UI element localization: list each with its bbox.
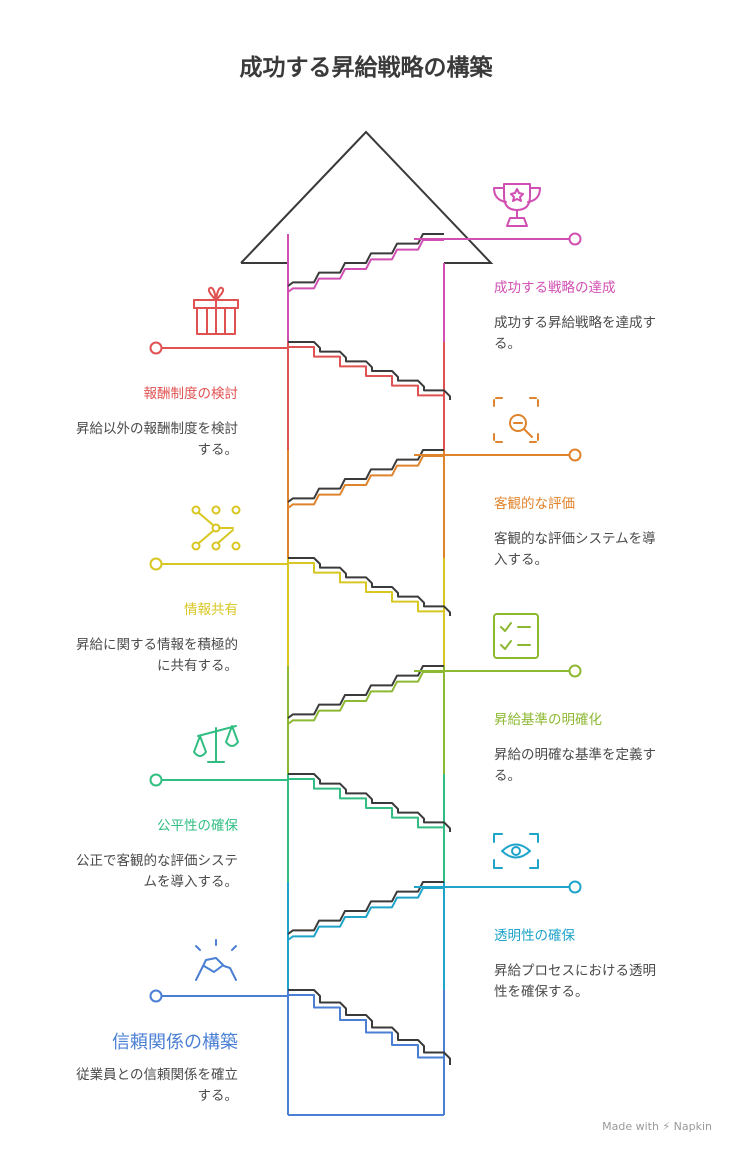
step-heading: 公平性の確保: [157, 818, 238, 834]
stair-steps-up: [287, 233, 444, 287]
stair-steps-up-colored: [287, 455, 444, 509]
scale-icon: [193, 725, 239, 763]
stair-steps-up: [287, 665, 444, 719]
stair-steps-down: [288, 341, 451, 400]
leader-dot: [568, 880, 582, 894]
step-block-success: 成功する戦略の達成 成功する昇給戦略を達成す る。: [494, 278, 694, 355]
search-icon: [493, 397, 539, 443]
step-description: 昇給に関する情報を積極的 に共有する。: [76, 637, 238, 674]
step-description: 成功する昇給戦略を達成す る。: [494, 315, 656, 352]
step-block-fairness: 公平性の確保 公正で客観的な評価システ ムを導入する。: [40, 816, 238, 893]
page-title: 成功する昇給戦略の構築: [239, 55, 493, 81]
stair-steps-down-colored: [288, 562, 445, 621]
step-heading: 昇給基準の明確化: [494, 712, 602, 728]
step-description: 公正で客観的な評価システ ムを導入する。: [76, 853, 238, 890]
network-icon: [191, 505, 241, 551]
step-description: 昇給の明確な基準を定義す る。: [494, 747, 656, 784]
handshake-icon: [195, 939, 237, 981]
leader-dot: [149, 341, 163, 355]
arrow-head-outline: [240, 130, 494, 264]
leader-dot: [149, 989, 163, 1003]
step-heading: 成功する戦略の達成: [494, 280, 616, 296]
stair-steps-up-colored: [287, 239, 444, 293]
step-description: 昇給以外の報酬制度を検討 する。: [76, 421, 238, 458]
step-heading: 客観的な評価: [494, 496, 575, 512]
step-description: 従業員との信頼関係を確立 する。: [76, 1067, 238, 1104]
step-block-evaluation: 客観的な評価 客観的な評価システムを導 入する。: [494, 494, 694, 571]
leader-dot: [149, 773, 163, 787]
leader-dot: [568, 664, 582, 678]
trophy-icon: [493, 183, 541, 227]
step-heading: 信頼関係の構築: [112, 1032, 238, 1053]
stair-steps-down: [288, 557, 451, 616]
leader-dot: [568, 232, 582, 246]
footer-credit: Made with ⚡ Napkin: [602, 1120, 712, 1133]
eye-icon: [493, 833, 539, 869]
step-block-trust: 信頼関係の構築 従業員との信頼関係を確立 する。: [40, 1032, 238, 1107]
stair-steps-up: [287, 449, 444, 503]
checklist-icon: [493, 613, 539, 659]
stair-steps-down-colored: [288, 346, 445, 405]
step-heading: 透明性の確保: [494, 928, 575, 944]
step-block-compensation: 報酬制度の検討 昇給以外の報酬制度を検討 する。: [40, 384, 238, 461]
stair-steps-down-colored: [288, 778, 445, 837]
step-description: 昇給プロセスにおける透明 性を確保する。: [494, 963, 656, 1000]
step-heading: 情報共有: [184, 602, 238, 618]
step-block-transparency: 透明性の確保 昇給プロセスにおける透明 性を確保する。: [494, 926, 694, 1003]
step-description: 客観的な評価システムを導 入する。: [494, 531, 656, 568]
arrow-head-left-edge: [241, 262, 289, 298]
step-block-sharing: 情報共有 昇給に関する情報を積極的 に共有する。: [40, 600, 238, 677]
stair-steps-down: [288, 773, 451, 832]
leader-dot: [568, 448, 582, 462]
step-block-criteria: 昇給基準の明確化 昇給の明確な基準を定義す る。: [494, 710, 694, 787]
stair-steps-up-colored: [287, 671, 444, 725]
step-heading: 報酬制度の検討: [143, 386, 239, 402]
gift-icon: [193, 286, 239, 335]
stair-steps-up-colored: [287, 887, 444, 941]
leader-dot: [149, 557, 163, 571]
stair-steps-down: [288, 989, 451, 1065]
stair-steps-down-colored: [288, 994, 445, 1070]
stair-steps-up: [287, 881, 444, 935]
